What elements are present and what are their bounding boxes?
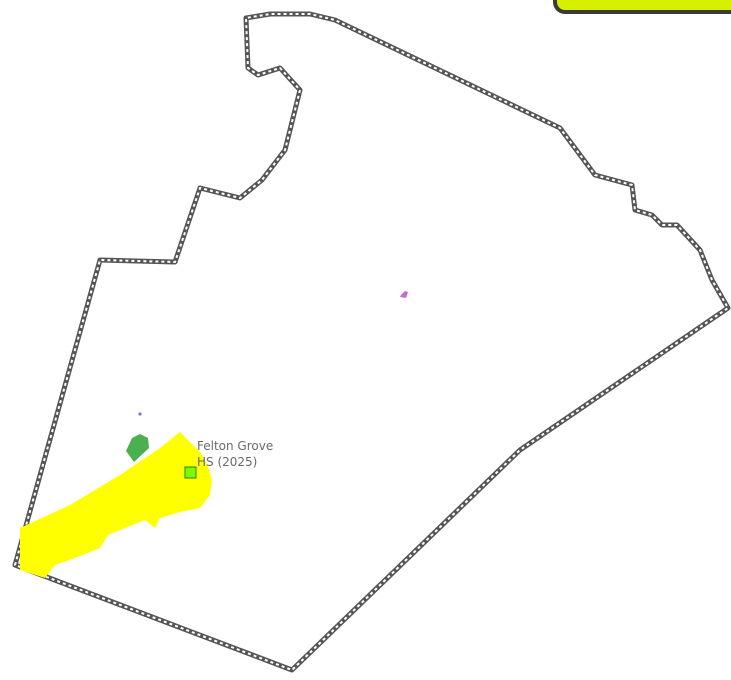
school-label: Felton Grove HS (2025)	[197, 438, 287, 470]
county-boundary	[12, 11, 731, 673]
school-label-name: Felton Grove	[197, 439, 274, 453]
small-marker[interactable]	[138, 412, 142, 416]
top-right-tab[interactable]	[553, 0, 731, 14]
school-label-detail: HS (2025)	[197, 455, 258, 469]
park-area[interactable]	[126, 434, 149, 462]
attendance-zone[interactable]	[20, 432, 212, 578]
facility-marker[interactable]	[400, 291, 408, 298]
school-marker[interactable]	[184, 466, 197, 479]
